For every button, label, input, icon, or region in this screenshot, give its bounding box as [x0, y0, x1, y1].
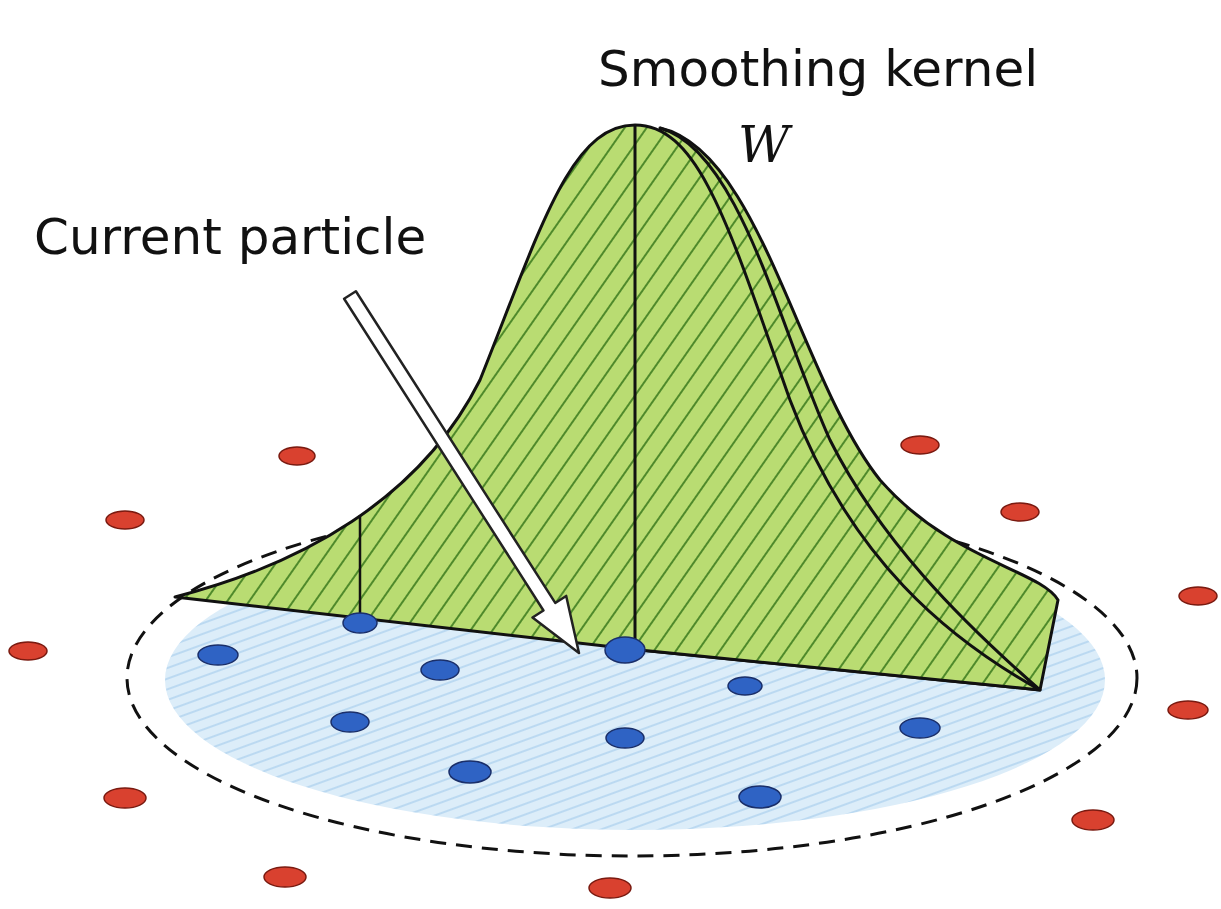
kernel-label: Smoothing kernel — [598, 42, 1038, 97]
pointer-arrow — [333, 284, 596, 664]
kernel-symbol: W — [738, 118, 789, 173]
outside-particles — [9, 436, 1217, 898]
particle-label: Current particle — [34, 210, 426, 265]
